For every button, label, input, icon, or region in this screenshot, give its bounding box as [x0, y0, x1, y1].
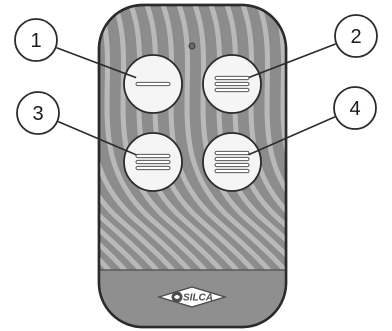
button-marking-line	[214, 162, 250, 168]
callout-number: 1	[30, 30, 41, 52]
leader-line	[57, 120, 137, 156]
callout-circle	[16, 91, 60, 135]
button-marking-line	[135, 81, 171, 87]
button-marking-line	[135, 159, 171, 165]
remote-button-3[interactable]	[123, 132, 183, 192]
callout-circle	[334, 14, 378, 58]
callout-circle	[333, 86, 377, 130]
callout-1: 1	[14, 18, 137, 79]
button-marking-line	[214, 75, 250, 81]
remote-button-2[interactable]	[202, 54, 262, 114]
button-marking-line	[214, 156, 250, 162]
callout-number: 3	[32, 103, 43, 125]
button-marking-line	[214, 81, 250, 87]
callout-4: 4	[248, 86, 377, 156]
callout-number: 4	[349, 98, 360, 120]
callout-circle	[14, 18, 58, 62]
button-marking-line	[135, 165, 171, 171]
button-marking-line	[135, 153, 171, 159]
button-marking-line	[214, 87, 250, 93]
brand-label: SILCA	[183, 293, 213, 304]
callout-3: 3	[16, 91, 137, 156]
leader-line	[248, 43, 336, 79]
leader-line	[248, 116, 336, 156]
led-indicator	[188, 42, 196, 50]
leader-line	[56, 46, 137, 79]
button-marking-line	[214, 168, 250, 174]
callout-2: 2	[248, 14, 378, 79]
remote-button-4[interactable]	[202, 132, 262, 192]
remote-button-1[interactable]	[123, 54, 183, 114]
callout-number: 2	[350, 26, 361, 48]
button-marking-line	[214, 150, 250, 156]
silca-logo-icon: SILCA	[156, 286, 228, 308]
